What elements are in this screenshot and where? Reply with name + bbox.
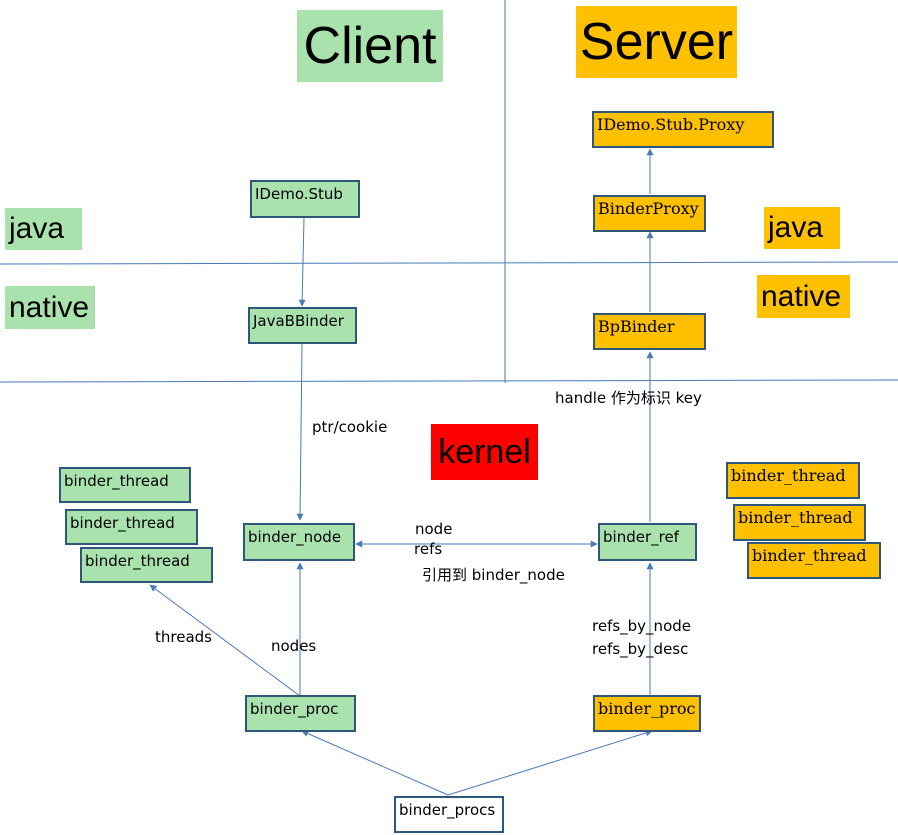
- client-binder-proc-box: binder_proc: [245, 695, 356, 732]
- refs-by-desc-label: refs_by_desc: [592, 640, 689, 658]
- edge-stub-to-javabbinder: [298, 217, 306, 307]
- server-java-label: java: [764, 207, 840, 249]
- server-header: Server: [576, 6, 737, 78]
- server-native-label: native: [757, 275, 850, 318]
- javabbinder-box: JavaBBinder: [248, 307, 357, 344]
- client-binder-thread-1: binder_thread: [59, 467, 191, 503]
- binder-ref-box: binder_ref: [598, 523, 697, 561]
- idemo-stub-box: IDemo.Stub: [250, 180, 360, 218]
- nodes-label: nodes: [271, 637, 317, 655]
- threads-label: threads: [155, 628, 212, 646]
- ref-to-node-label: 引用到 binder_node: [422, 566, 565, 584]
- edge-procs-to-server-proc: [447, 729, 653, 796]
- refs-label: refs: [414, 540, 443, 558]
- divider-native-kernel: [0, 379, 898, 383]
- client-binder-thread-2: binder_thread: [65, 509, 198, 545]
- edge-proc-to-threads: [149, 584, 301, 697]
- refs-by-node-label: refs_by_node: [592, 617, 691, 635]
- bpbinder-box: BpBinder: [593, 313, 706, 350]
- server-binder-proc-box: binder_proc: [593, 695, 701, 732]
- ptr-cookie-label: ptr/cookie: [312, 418, 388, 436]
- kernel-header: kernel: [431, 424, 538, 480]
- server-binder-thread-1: binder_thread: [726, 462, 860, 499]
- server-binder-thread-3: binder_thread: [747, 542, 881, 579]
- client-binder-thread-3: binder_thread: [80, 547, 213, 583]
- server-binder-thread-2: binder_thread: [733, 504, 866, 541]
- client-header: Client: [297, 10, 443, 82]
- node-label: node: [415, 520, 453, 538]
- client-native-label: native: [5, 286, 95, 329]
- idemo-stub-proxy-box: IDemo.Stub.Proxy: [592, 111, 774, 148]
- client-java-label: java: [5, 208, 82, 250]
- handle-key-label: handle 作为标识 key: [555, 389, 702, 407]
- divider-java-native: [0, 261, 898, 265]
- binderproxy-box: BinderProxy: [593, 195, 706, 232]
- edge-javabbinder-to-binder-node: [296, 343, 304, 521]
- edge-procs-to-client-proc: [301, 730, 449, 796]
- binder-node-box: binder_node: [243, 523, 355, 561]
- binder-procs-box: binder_procs: [394, 796, 504, 833]
